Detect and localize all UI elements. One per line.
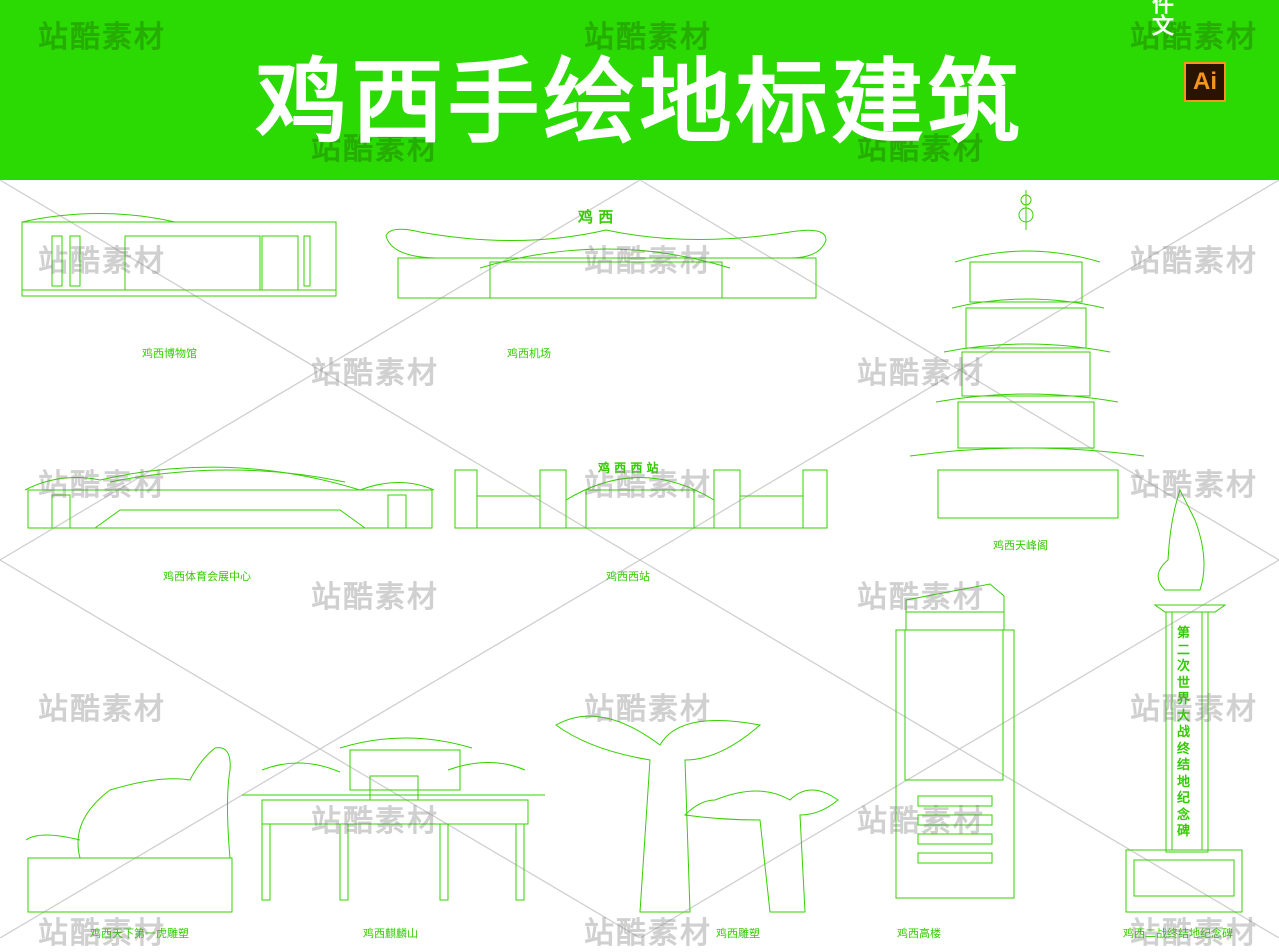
station-sign: 鸡 西 西 站 — [598, 461, 659, 475]
watermark: 站酷素材 — [584, 468, 712, 503]
tower-drawing — [895, 583, 1015, 899]
illustrator-icon: Ai — [1184, 62, 1226, 102]
page-title: 鸡西手绘地标建筑 — [255, 49, 1024, 156]
watermark: 站酷素材 — [311, 804, 439, 839]
label-sculpture: 鸡西雕塑 — [716, 927, 760, 940]
watermark: 站酷素材 — [584, 916, 712, 951]
watermark: 站酷素材 — [584, 692, 712, 727]
watermark: 站酷素材 — [584, 20, 712, 55]
watermark: 站酷素材 — [857, 804, 985, 839]
watermark: 站酷素材 — [857, 580, 985, 615]
watermark: 站酷素材 — [857, 132, 985, 167]
watermark: 站酷素材 — [584, 244, 712, 279]
airport-drawing — [385, 228, 827, 299]
airport-sign: 鸡 西 — [578, 208, 614, 226]
header-banner: 站酷素材 站酷素材 站酷素材 站酷素材 站酷素材 鸡西手绘地标建筑 件文 Ai — [0, 0, 1279, 180]
label-tiger: 鸡西天下第一虎雕塑 — [90, 927, 189, 940]
watermark: 站酷素材 — [38, 692, 166, 727]
label-sports-center: 鸡西体育会展中心 — [163, 570, 251, 583]
watermark: 站酷素材 — [1130, 916, 1258, 951]
label-monument: 鸡西二战终结地纪念碑 — [1123, 927, 1233, 940]
watermark: 站酷素材 — [38, 916, 166, 951]
monument-inscription: 第二次世界大战终结地纪念碑 — [1177, 626, 1191, 839]
watermark: 站酷素材 — [38, 468, 166, 503]
watermark: 站酷素材 — [38, 20, 166, 55]
sports-center-drawing — [24, 466, 435, 529]
side-text: 件文 — [1148, 0, 1173, 36]
tiger-drawing — [25, 747, 233, 913]
watermark: 站酷素材 — [311, 356, 439, 391]
watermark: 站酷素材 — [1130, 20, 1258, 55]
label-museum: 鸡西博物馆 — [142, 347, 197, 360]
watermark: 站酷素材 — [1130, 244, 1258, 279]
west-station-drawing — [454, 469, 828, 529]
museum-drawing — [21, 213, 337, 297]
watermark: 站酷素材 — [1130, 692, 1258, 727]
watermark: 站酷素材 — [1130, 468, 1258, 503]
tree-sculpture-drawing — [555, 715, 839, 913]
watermark: 站酷素材 — [38, 244, 166, 279]
label-pagoda: 鸡西天峰阁 — [993, 539, 1048, 552]
label-west-station: 鸡西西站 — [606, 570, 650, 583]
label-tower: 鸡西高楼 — [897, 927, 941, 940]
watermark: 站酷素材 — [311, 132, 439, 167]
label-airport: 鸡西机场 — [507, 347, 551, 360]
watermark: 站酷素材 — [857, 356, 985, 391]
pagoda-drawing — [909, 190, 1145, 519]
watermark: 站酷素材 — [311, 580, 439, 615]
qilin-gate-drawing — [242, 737, 545, 901]
label-qilin: 鸡西麒麟山 — [363, 927, 418, 940]
monument-drawing — [1125, 488, 1243, 913]
